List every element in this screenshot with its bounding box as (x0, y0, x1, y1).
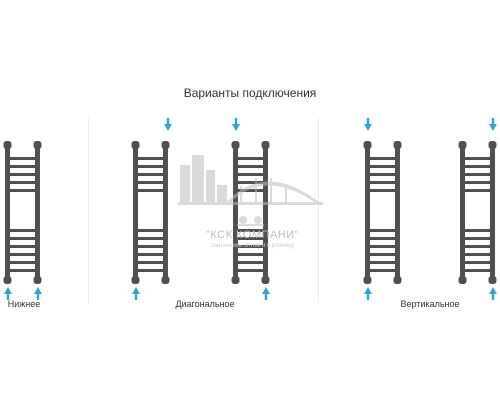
arrow-up-icon (262, 287, 270, 300)
watermark-logo (178, 155, 323, 226)
arrow-down-icon (164, 118, 172, 131)
towel-rail-icon (3, 141, 42, 284)
towel-rail-icon (363, 141, 402, 284)
caption-vertical: Вертикальное (400, 299, 460, 309)
arrow-down-icon (364, 118, 372, 131)
towel-rail-icon (131, 141, 170, 284)
arrow-down-icon (489, 118, 497, 131)
watermark-brand: "КСК КОМПАНИ" (205, 229, 300, 241)
arrow-up-icon (489, 287, 497, 300)
watermark-tagline: сантехника оптом и в розницу (210, 243, 295, 249)
arrow-up-icon (132, 287, 140, 300)
caption-diagonal: Диагональное (175, 299, 235, 309)
panel-divider-vertical (318, 118, 499, 303)
arrow-up-icon (364, 287, 372, 300)
arrow-down-icon (232, 118, 240, 131)
caption-bottom: Нижнее (7, 299, 41, 309)
towel-rail-icon (231, 141, 270, 284)
page-title: Варианты подключения (183, 86, 317, 100)
panel-divider-diagonal (88, 118, 319, 303)
towel-rail-icon (458, 141, 497, 284)
